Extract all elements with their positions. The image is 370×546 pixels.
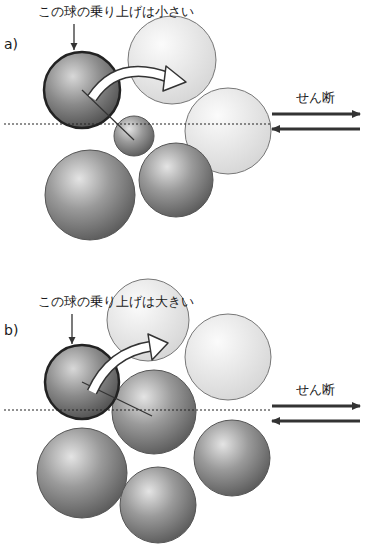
panel-a-spheres (4, 16, 360, 240)
shear-label: せん断 (296, 382, 335, 398)
callout-text: この球の乗り上げは小さい (38, 4, 194, 20)
panel-letter: b) (4, 322, 18, 339)
panel-b-spheres (4, 279, 360, 543)
callout-text: この球の乗り上げは大きい (38, 294, 194, 310)
shear-label: せん断 (296, 90, 335, 106)
panel-letter: a) (4, 36, 18, 53)
